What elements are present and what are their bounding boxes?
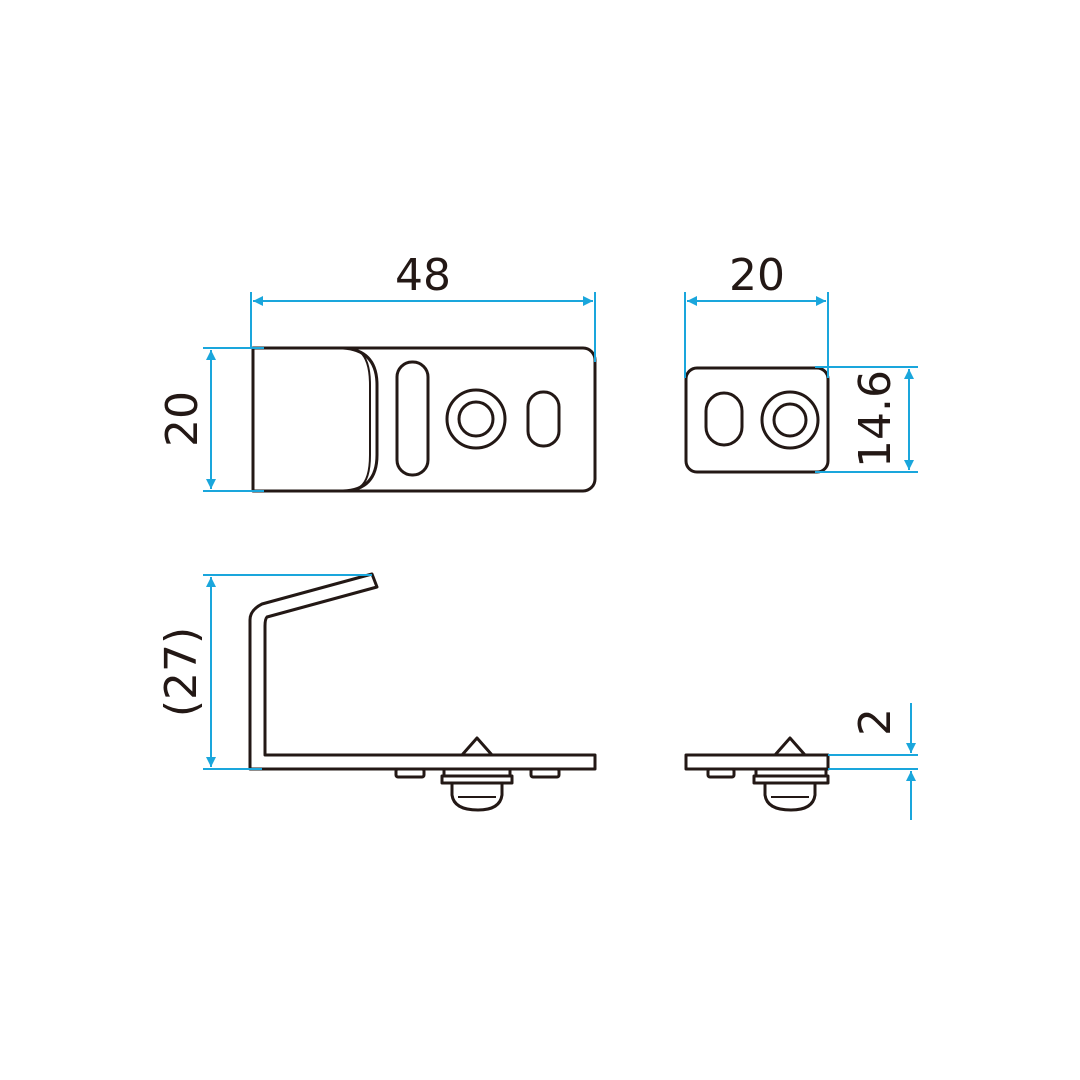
dimension-48-label: 48 (395, 250, 451, 301)
side-front-view (684, 736, 830, 812)
dimension-20-width-label: 20 (729, 250, 785, 301)
front-view-nub-right (529, 767, 561, 779)
dimension-48: 48 (250, 250, 596, 362)
dimension-20-height-label: 20 (157, 391, 208, 447)
side-front-screw-tip (773, 736, 807, 757)
side-view-slot (704, 391, 744, 447)
side-view-screw-hole-inner (772, 402, 808, 438)
dimension-20-top-height: 20 (157, 347, 264, 492)
dimension-27: (27) (156, 574, 372, 770)
dimension-2: 2 (828, 703, 918, 820)
side-front-nub (706, 767, 736, 779)
side-view (684, 366, 830, 474)
front-view-nub-left (394, 767, 426, 779)
dimension-14-6: 14.6 (815, 366, 918, 473)
front-view-screw-tip (460, 736, 494, 757)
top-view-bend-line (359, 351, 371, 488)
top-view-screw-hole-inner (457, 400, 495, 438)
dimension-20-side-width: 20 (684, 250, 829, 378)
top-view-long-slot (395, 360, 430, 477)
dimension-27-label: (27) (156, 627, 207, 717)
top-view-folded-lip (251, 346, 379, 493)
top-view-short-slot (526, 390, 561, 448)
dimension-2-label: 2 (850, 708, 901, 736)
front-view-bent-bracket (248, 572, 597, 771)
front-view (248, 572, 597, 812)
top-view (251, 346, 597, 493)
side-front-plate (684, 753, 830, 771)
dimension-14-6-label: 14.6 (850, 370, 901, 468)
